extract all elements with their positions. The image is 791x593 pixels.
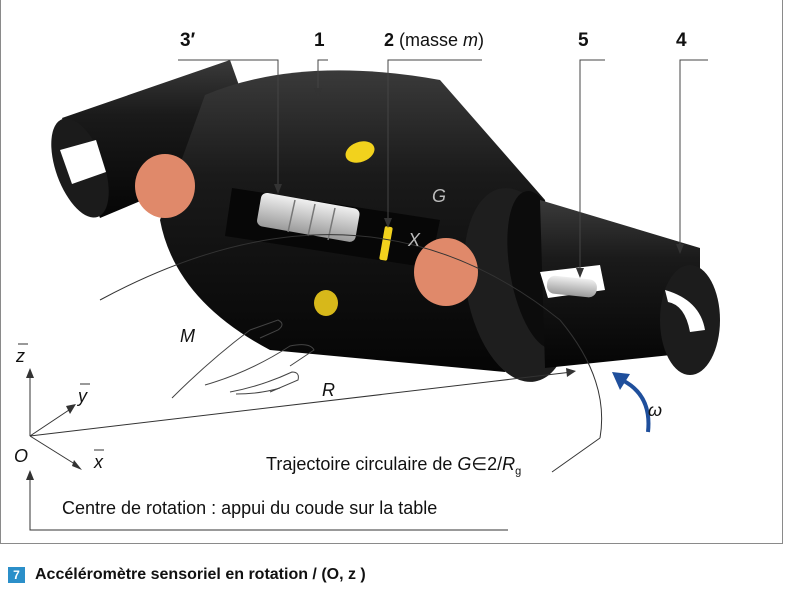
label-G: G xyxy=(432,186,447,206)
trajectory-leader xyxy=(551,437,601,473)
figure-number-badge: 7 xyxy=(8,567,25,583)
caption-text: Accéléromètre sensoriel en rotation / (O… xyxy=(35,566,366,583)
label-5: 5 xyxy=(578,30,589,51)
axis-label-z: z xyxy=(16,346,25,366)
axis-label-y: y xyxy=(78,386,87,406)
label-2: 2 (masse m) xyxy=(384,30,485,50)
rod-5 xyxy=(546,275,597,298)
mass-assembly xyxy=(257,192,393,261)
right-pad xyxy=(414,238,478,306)
centre-label: Centre de rotation : appui du coude sur … xyxy=(62,498,438,518)
bottom-dot xyxy=(314,290,338,316)
axis-arrows xyxy=(26,368,82,470)
leader-arrows xyxy=(274,88,684,278)
axes xyxy=(29,374,79,467)
centre-bracket xyxy=(29,474,508,531)
accelerometer-diagram xyxy=(18,59,720,531)
main-body xyxy=(160,70,573,382)
label-M: M xyxy=(180,326,195,346)
right-shaft xyxy=(540,200,720,375)
vector-arrows xyxy=(18,343,104,451)
hand-sketch xyxy=(171,319,315,399)
mass-marker xyxy=(379,226,393,261)
leader-lines xyxy=(178,59,708,272)
label-1: 1 xyxy=(314,30,325,51)
axis-label-x: x xyxy=(94,452,103,472)
label-4: 4 xyxy=(676,30,687,51)
omega-arrow xyxy=(621,378,651,433)
trajectory-label: Trajectoire circulaire de G∈2/Rg xyxy=(266,454,522,478)
label-X: X xyxy=(408,230,421,250)
figure-frame xyxy=(0,0,783,544)
radius-line xyxy=(29,371,573,437)
trajectory-arc xyxy=(99,234,603,439)
top-dot xyxy=(345,141,375,163)
label-omega: ω xyxy=(648,400,663,420)
left-pad xyxy=(135,154,195,218)
origin-label: O xyxy=(14,446,29,466)
label-R: R xyxy=(322,380,335,400)
figure-caption: 7 Accéléromètre sensoriel en rotation / … xyxy=(8,565,366,585)
label-3prime: 3′ xyxy=(180,30,196,51)
